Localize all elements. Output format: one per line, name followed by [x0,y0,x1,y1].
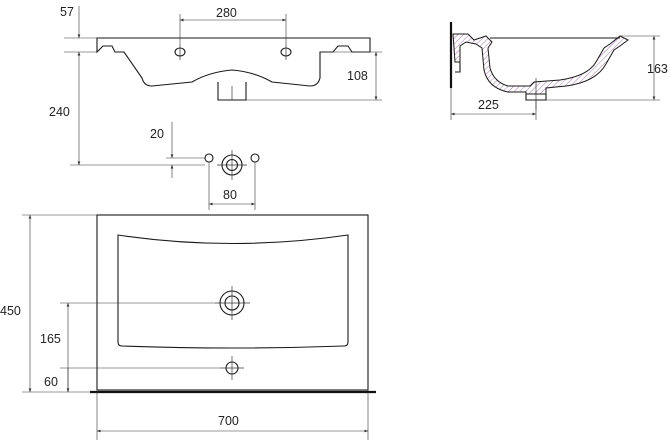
tap-hole-top [220,356,244,380]
dim-label-240: 240 [49,105,70,119]
tap-hole-small-right [250,153,260,163]
dim-label-57: 57 [60,5,74,19]
dim-label-700: 700 [218,414,239,428]
side-section-view: 163 225 [449,22,668,120]
tap-hole-right [280,44,292,60]
dim-label-163: 163 [647,62,668,76]
dim-label-165: 165 [40,332,61,346]
dim-label-60: 60 [44,375,58,389]
top-view: 450 165 60 700 [0,214,376,440]
section-lip [455,62,461,73]
dim-label-20: 20 [150,127,164,141]
dim-label-80: 80 [223,188,237,202]
top-view-outline [96,214,369,391]
dim-label-225: 225 [478,98,499,112]
section-hatch [452,33,629,95]
front-view-outline [96,37,371,87]
dim-label-108: 108 [347,69,368,83]
tap-hole-small-left [204,153,214,163]
hole-detail: 20 80 [150,122,260,210]
dim-label-280: 280 [216,6,237,20]
basin-bowl-outline [117,234,349,349]
front-view: 280 57 240 108 [49,5,382,166]
dim-label-450: 450 [0,304,21,318]
tap-hole-left [174,44,186,60]
drain-hole-top [215,286,250,320]
